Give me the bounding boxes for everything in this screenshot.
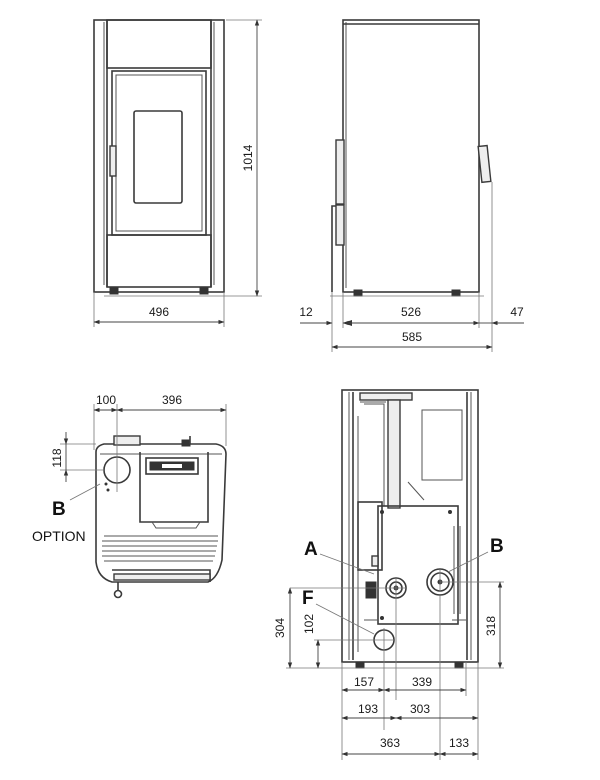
top-hopper — [139, 452, 209, 523]
side-door-profile — [335, 139, 345, 205]
rear-height-318: 318 — [484, 616, 498, 636]
rear-foot-left — [355, 661, 365, 669]
rear-dim-303: 303 — [410, 702, 430, 716]
side-total-depth-label: 585 — [402, 330, 422, 344]
side-lower-profile — [335, 204, 345, 246]
rear-upper-panel — [421, 409, 463, 481]
rear-main-panel — [377, 505, 459, 625]
top-control-panel — [145, 457, 199, 475]
top-ash-knob — [113, 589, 123, 599]
side-depth-label: 526 — [401, 305, 421, 319]
rear-height-304: 304 — [273, 618, 287, 638]
front-view: 1014 496 — [93, 19, 262, 327]
side-ash-lever — [331, 205, 336, 292]
front-door-handle — [109, 145, 117, 177]
rear-connector — [365, 581, 377, 599]
front-foot-right — [199, 287, 209, 295]
side-view: 12 526 47 585 — [299, 19, 524, 352]
rear-label-b: B — [490, 536, 504, 557]
rear-dim-363: 363 — [380, 736, 400, 750]
rear-center-post — [387, 399, 401, 509]
top-depth-label: 118 — [50, 448, 64, 467]
front-width-label: 496 — [149, 305, 169, 319]
side-foot-left — [353, 289, 363, 297]
rear-body — [341, 389, 479, 663]
rear-label-f: F — [302, 588, 314, 609]
rear-top-bracket — [359, 392, 413, 401]
front-bottom-panel — [106, 234, 212, 288]
top-flue-stub — [113, 435, 141, 446]
front-door — [111, 70, 207, 236]
rear-view: A B F 304 102 318 157 339 193 303 363 13… — [273, 389, 504, 760]
rear-label-a: A — [304, 539, 318, 560]
top-option-letter: B — [52, 499, 66, 520]
side-foot-right — [451, 289, 461, 297]
side-offset-right-label: 47 — [510, 305, 524, 319]
rear-dim-133: 133 — [449, 736, 469, 750]
side-body — [342, 19, 480, 293]
rear-foot-right — [454, 661, 464, 669]
front-height-label: 1014 — [241, 144, 255, 171]
rear-fitting — [371, 555, 379, 567]
top-louvers — [102, 535, 218, 562]
front-foot-left — [109, 287, 119, 295]
top-fitting — [181, 439, 191, 447]
rear-dim-157: 157 — [354, 675, 374, 689]
rear-dim-339: 339 — [412, 675, 432, 689]
side-offset-left-label: 12 — [299, 305, 313, 319]
rear-height-102: 102 — [302, 614, 316, 634]
top-outline — [95, 443, 227, 583]
front-top-panel — [106, 19, 212, 69]
rear-dim-193: 193 — [358, 702, 378, 716]
rear-side-box — [357, 501, 383, 571]
side-rear-handle — [477, 144, 492, 184]
top-offset-label: 100 — [96, 393, 116, 407]
top-option-text: OPTION — [32, 528, 86, 544]
top-width-label: 396 — [162, 393, 182, 407]
top-front-lip — [113, 573, 211, 581]
top-view: 100 396 118 B OPTION — [32, 393, 227, 599]
front-glass-window — [133, 110, 183, 204]
